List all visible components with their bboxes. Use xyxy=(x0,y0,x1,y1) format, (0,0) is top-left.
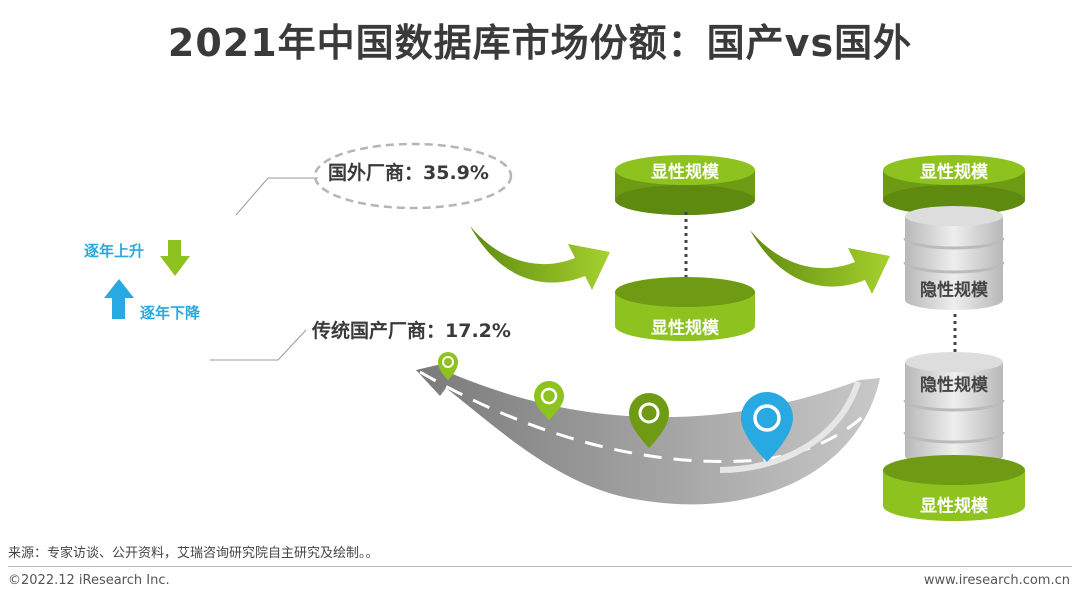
right-top-cylinder-label: 显性规模 xyxy=(920,162,988,183)
right-gray-stack-upper xyxy=(903,206,1005,310)
right-bottom-cylinder-label: 显性规模 xyxy=(920,496,988,517)
mid-top-cylinder-label: 显性规模 xyxy=(651,162,719,183)
right-bottom-cylinder xyxy=(883,455,1025,521)
right-top-cylinder xyxy=(883,155,1025,215)
domestic-leader-line xyxy=(210,329,307,361)
location-pin-icon-3 xyxy=(629,393,669,448)
footer-divider xyxy=(8,566,1072,567)
arrow-down-icon xyxy=(160,240,190,276)
mid-top-cylinder xyxy=(615,155,755,215)
location-pin-icon-4 xyxy=(741,392,793,462)
domestic-vendor-share-label: 传统国产厂商：17.2% xyxy=(312,320,511,342)
right-hidden-label-2: 隐性规模 xyxy=(920,375,988,396)
mid-bottom-cylinder xyxy=(615,277,755,341)
website-link[interactable]: www.iresearch.com.cn xyxy=(923,573,1070,588)
foreign-dashed-ellipse xyxy=(313,142,513,210)
foreign-vendor-share-label: 国外厂商：35.9% xyxy=(328,162,489,184)
copyright-text: ©2022.12 iResearch Inc. xyxy=(8,573,170,588)
right-gray-stack-lower xyxy=(903,352,1005,466)
mid-bottom-cylinder-label: 显性规模 xyxy=(651,318,719,339)
foreign-leader-line xyxy=(235,177,318,216)
page-title: 2021年中国数据库市场份额：国产vs国外 xyxy=(167,21,913,65)
right-hidden-label-1: 隐性规模 xyxy=(920,280,988,301)
source-note: 来源：专家访谈、公开资料，艾瑞咨询研究院自主研究及绘制。。 xyxy=(8,546,379,561)
arrow-up-icon xyxy=(104,279,134,319)
location-pin-icon-1 xyxy=(438,352,458,380)
curved-arrow-right xyxy=(750,230,890,294)
trend-falling-label: 逐年下降 xyxy=(140,304,201,322)
trend-rising-label: 逐年上升 xyxy=(84,242,145,260)
curved-arrow-left xyxy=(470,226,610,290)
location-pin-icon-2 xyxy=(534,381,564,420)
